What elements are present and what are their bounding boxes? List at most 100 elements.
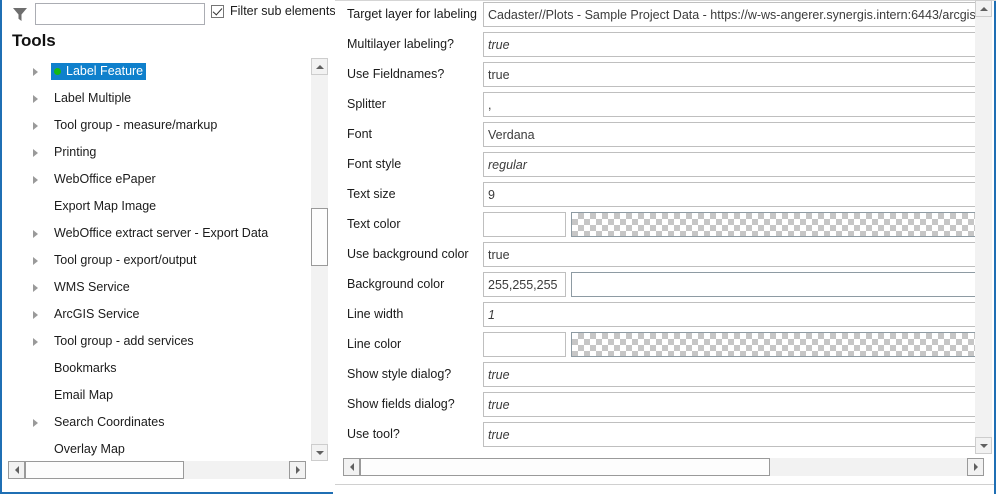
triangle-right-icon [295, 466, 300, 474]
tree-item[interactable]: Bookmarks [3, 355, 311, 382]
scroll-down-button[interactable] [975, 437, 992, 454]
properties-horizontal-scrollbar[interactable] [343, 458, 984, 476]
funnel-filter-icon [11, 5, 29, 23]
expand-arrow-icon[interactable] [33, 94, 38, 103]
triangle-right-icon [973, 463, 978, 471]
tree-item[interactable]: Email Map [3, 382, 311, 409]
tree-item-label: Overlay Map [54, 442, 125, 456]
tree-item[interactable]: Search Coordinates [3, 409, 311, 436]
property-value-input[interactable]: Cadaster//Plots - Sample Project Data - … [483, 2, 976, 27]
expand-arrow-icon[interactable] [33, 337, 38, 346]
tree-item-label-wrap[interactable]: Label Multiple [51, 90, 134, 107]
tree-item-label-wrap[interactable]: WebOffice extract server - Export Data [51, 225, 271, 242]
expand-arrow-icon[interactable] [33, 283, 38, 292]
color-value-input[interactable]: 255,255,255 [483, 272, 566, 297]
property-label: Target layer for labeling [347, 7, 477, 21]
properties-vertical-scrollbar[interactable] [975, 0, 992, 454]
tree-item[interactable]: Tool group - export/output [3, 247, 311, 274]
property-label: Use tool? [347, 427, 400, 441]
color-swatch[interactable] [571, 212, 976, 237]
filter-sub-elements-checkbox[interactable]: Filter sub elements [211, 4, 336, 18]
tree-horizontal-scrollbar[interactable] [8, 461, 306, 479]
property-value-input[interactable]: true [483, 32, 976, 57]
color-value-input[interactable] [483, 332, 566, 357]
property-value-input[interactable]: Verdana [483, 122, 976, 147]
scroll-up-button[interactable] [975, 0, 992, 17]
property-row: Use Fieldnames?true [335, 60, 978, 90]
scroll-right-button[interactable] [289, 461, 306, 479]
tree-item[interactable]: Label Multiple [3, 85, 311, 112]
color-swatch[interactable] [571, 332, 976, 357]
tree-item-label-wrap[interactable]: WMS Service [51, 279, 133, 296]
tree-vertical-scrollbar[interactable] [311, 58, 328, 461]
property-label: Font [347, 127, 373, 141]
filter-input[interactable] [35, 3, 205, 25]
expand-arrow-icon[interactable] [33, 310, 38, 319]
property-label: Line color [347, 337, 402, 351]
tree-item[interactable]: Label Feature [3, 58, 311, 85]
tree-item-label-wrap[interactable]: Overlay Map [51, 441, 128, 458]
tree-item-label: Export Map Image [54, 199, 157, 213]
tree-item-label-wrap[interactable]: Email Map [51, 387, 116, 404]
tree-item[interactable]: Tool group - add services [3, 328, 311, 355]
property-value-input[interactable]: true [483, 392, 976, 417]
property-value-input[interactable]: 1 [483, 302, 976, 327]
property-label: Font style [347, 157, 402, 171]
scrollbar-thumb[interactable] [360, 458, 770, 476]
tree-item-label-wrap[interactable]: Tool group - measure/markup [51, 117, 220, 134]
tree-item[interactable]: Export Map Image [3, 193, 311, 220]
property-label: Show style dialog? [347, 367, 452, 381]
expand-arrow-icon[interactable] [33, 121, 38, 130]
tree-item-label-wrap[interactable]: Search Coordinates [51, 414, 167, 431]
property-label: Text size [347, 187, 396, 201]
scroll-right-button[interactable] [967, 458, 984, 476]
scroll-left-button[interactable] [8, 461, 25, 479]
color-swatch[interactable] [571, 272, 976, 297]
tree-item-label: Tool group - add services [54, 334, 194, 348]
tree-item-label-wrap[interactable]: WebOffice ePaper [51, 171, 159, 188]
panel-top-divider [335, 0, 996, 1]
tree-item[interactable]: Printing [3, 139, 311, 166]
tree-item-label-wrap[interactable]: Export Map Image [51, 198, 159, 215]
property-value-input[interactable]: true [483, 422, 976, 447]
tree-item-label-wrap[interactable]: Tool group - export/output [51, 252, 199, 269]
scrollbar-thumb[interactable] [311, 208, 328, 266]
tree-item-label-wrap[interactable]: ArcGIS Service [51, 306, 142, 323]
tree-item-label-wrap[interactable]: Label Feature [51, 63, 147, 80]
property-row: Multilayer labeling?true [335, 30, 978, 60]
property-row: Show style dialog? true [335, 360, 978, 390]
scroll-up-button[interactable] [311, 58, 328, 75]
property-label: Use background color [347, 247, 469, 261]
property-value-input[interactable]: true [483, 362, 976, 387]
property-value-input[interactable]: , [483, 92, 976, 117]
tree-item[interactable]: WebOffice ePaper [3, 166, 311, 193]
scroll-down-button[interactable] [311, 444, 328, 461]
expand-arrow-icon[interactable] [33, 175, 38, 184]
expand-arrow-icon[interactable] [33, 148, 38, 157]
property-value-input[interactable]: 9 [483, 182, 976, 207]
tree-item[interactable]: Overlay Map [3, 436, 311, 461]
scroll-left-button[interactable] [343, 458, 360, 476]
property-value-input[interactable]: regular [483, 152, 976, 177]
tree-item-label-wrap[interactable]: Bookmarks [51, 360, 120, 377]
color-value-input[interactable] [483, 212, 566, 237]
tree-item[interactable]: WMS Service [3, 274, 311, 301]
checkbox-box[interactable] [211, 4, 224, 18]
expand-arrow-icon[interactable] [33, 229, 38, 238]
tree-item[interactable]: WebOffice extract server - Export Data [3, 220, 311, 247]
expand-arrow-icon[interactable] [33, 256, 38, 265]
expand-arrow-icon[interactable] [33, 418, 38, 427]
property-row: Text size 9 [335, 180, 978, 210]
property-value-input[interactable]: true [483, 62, 976, 87]
expand-arrow-icon[interactable] [33, 67, 38, 76]
scrollbar-thumb[interactable] [25, 461, 184, 479]
tree-item-label-wrap[interactable]: Printing [51, 144, 99, 161]
tree-item[interactable]: Tool group - measure/markup [3, 112, 311, 139]
tree-item[interactable]: ArcGIS Service [3, 301, 311, 328]
property-value-input[interactable]: true [483, 242, 976, 267]
tree-item-label-wrap[interactable]: Tool group - add services [51, 333, 197, 350]
